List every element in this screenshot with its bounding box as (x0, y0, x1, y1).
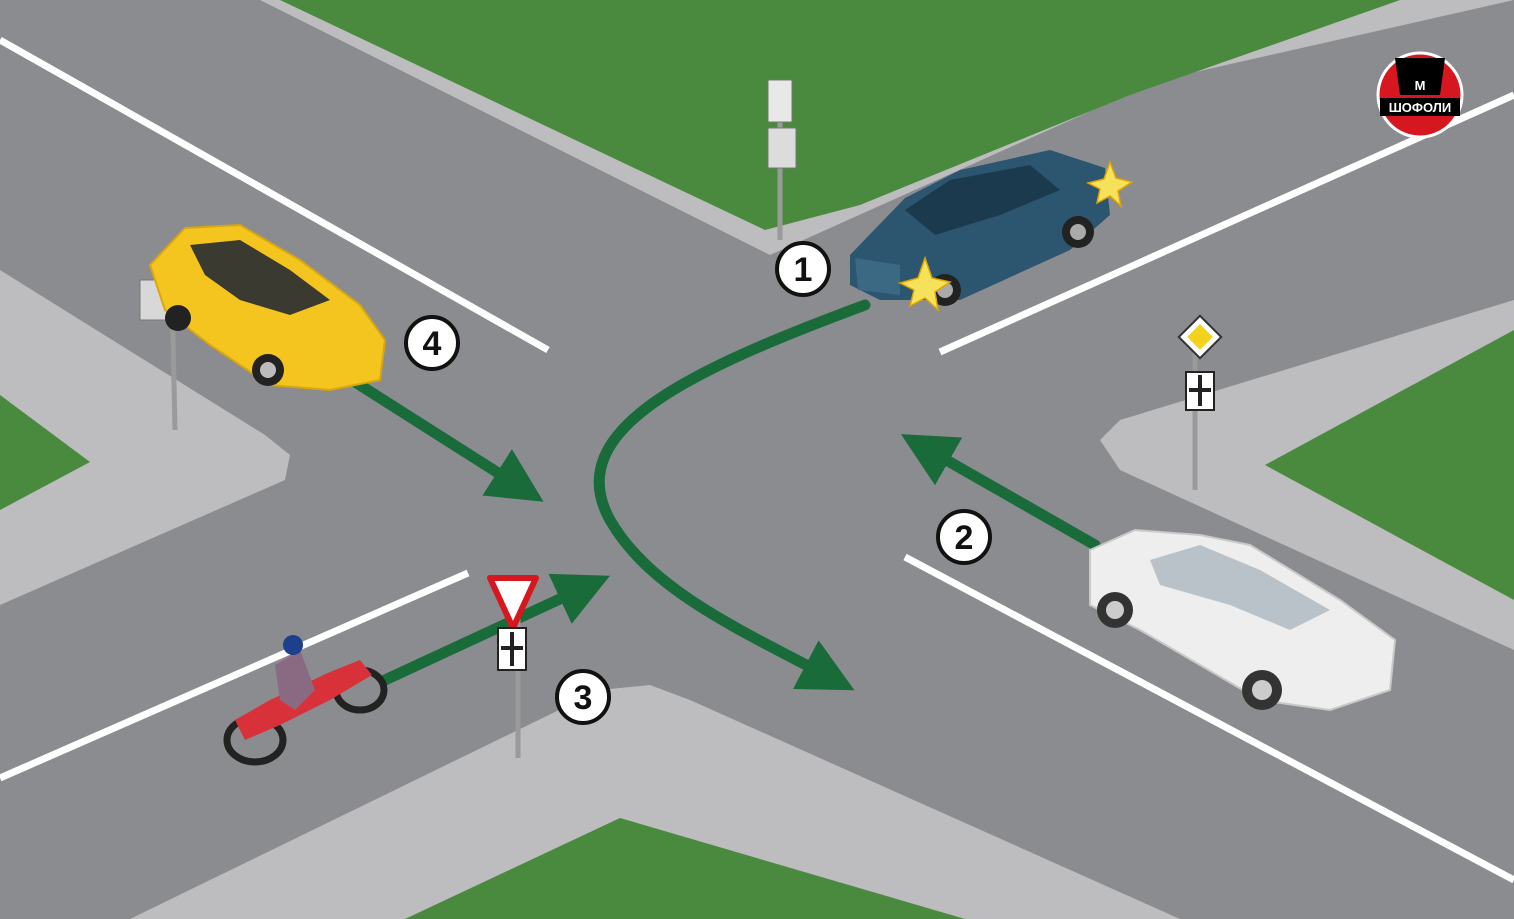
svg-text:1: 1 (794, 251, 813, 289)
svg-text:2: 2 (955, 519, 974, 557)
vehicle-3-motorcycle (223, 635, 388, 766)
svg-text:4: 4 (423, 325, 442, 363)
label-2: 2 (936, 509, 992, 565)
vehicle-4-yellow-hatchback (148, 223, 387, 392)
svg-text:3: 3 (574, 679, 593, 717)
block-left (0, 270, 290, 605)
yield-sign (487, 575, 539, 758)
main-road-sign (1177, 314, 1223, 490)
path-vehicle-3 (379, 573, 610, 686)
vehicle-1-dark-sedan (850, 150, 1134, 313)
path-vehicle-4 (349, 376, 544, 502)
turn-signal-rear-left (1085, 159, 1134, 209)
sign-top-post (767, 79, 797, 240)
brand-logo: М ШОФОЛИ (1376, 51, 1464, 139)
svg-text:М: М (1415, 78, 1426, 93)
trajectories (349, 299, 1101, 691)
vehicle-2-white-sedan (1089, 528, 1397, 712)
block-top (230, 0, 1514, 255)
label-3: 3 (555, 669, 611, 725)
path-vehicle-1 (593, 299, 871, 691)
turn-signal-front-left (897, 255, 952, 313)
label-4: 4 (404, 315, 460, 371)
path-vehicle-2 (900, 434, 1101, 551)
block-bottom (130, 685, 1180, 919)
block-right (1100, 300, 1514, 650)
label-1: 1 (775, 241, 831, 297)
svg-text:ШОФОЛИ: ШОФОЛИ (1389, 100, 1452, 115)
